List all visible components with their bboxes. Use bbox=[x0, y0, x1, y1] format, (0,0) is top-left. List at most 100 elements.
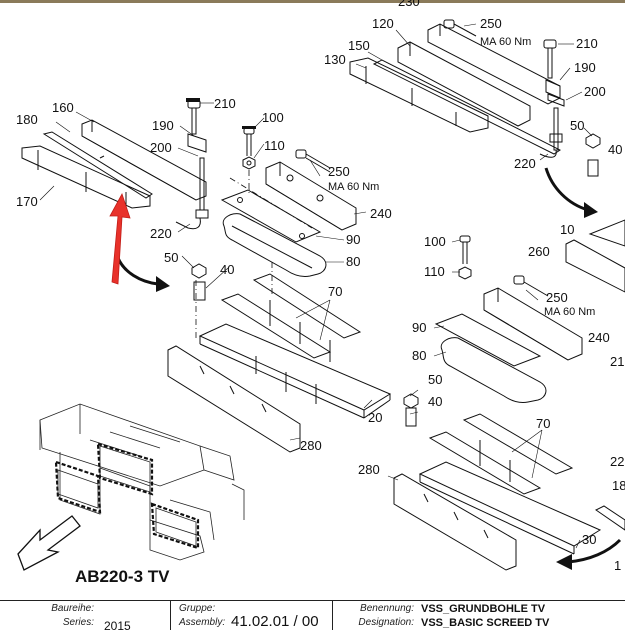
left-rail-170 bbox=[21, 145, 151, 209]
name-value-de: VSS_GRUNDBOHLE TV bbox=[421, 603, 546, 615]
callout-120: 120 bbox=[372, 16, 394, 31]
left-beam-160 bbox=[81, 119, 207, 201]
base-plate-right bbox=[418, 461, 602, 555]
plate-90-left bbox=[220, 189, 322, 243]
series-cell: Baureihe: Series: 2015 bbox=[0, 601, 170, 633]
curve-arrow-right-top bbox=[544, 167, 589, 212]
series-label-en: Series: bbox=[62, 617, 94, 628]
curve-arrow-right-top-head bbox=[584, 202, 598, 218]
callout-100-right: 100 bbox=[424, 234, 446, 249]
group-label-de: Gruppe: bbox=[179, 603, 216, 614]
red-indicator-arrow bbox=[109, 193, 131, 285]
beam-120-right bbox=[397, 41, 531, 127]
rod-220-right bbox=[539, 107, 563, 158]
strips-70-left bbox=[220, 273, 362, 362]
callout-20: 20 bbox=[368, 410, 382, 425]
bar-260-right bbox=[565, 239, 625, 293]
plate-240-left bbox=[265, 161, 357, 231]
plate-240-right bbox=[483, 287, 583, 361]
bolt-100 bbox=[243, 127, 255, 156]
callout-10: 10 bbox=[560, 222, 574, 237]
callout-230: 230 bbox=[398, 0, 420, 9]
model-label: AB220-3 TV bbox=[75, 567, 170, 586]
base-plate-20 bbox=[198, 323, 392, 419]
curve-arrow-right-bottom-head bbox=[556, 554, 572, 570]
group-label-en: Assembly: bbox=[179, 617, 226, 628]
callout-200-right: 200 bbox=[584, 84, 606, 99]
name-value-en: VSS_BASIC SCREED TV bbox=[421, 617, 550, 629]
plate-10-right bbox=[588, 219, 625, 247]
callout-110-right: 110 bbox=[424, 264, 445, 279]
callout-90-right: 90 bbox=[412, 320, 426, 335]
callout-240-right: 240 bbox=[588, 330, 610, 345]
callout-250-left: 250 bbox=[328, 164, 350, 179]
nut-50-left bbox=[191, 263, 207, 279]
curve-arrow-left bbox=[116, 257, 159, 286]
torque-label-right: MA 60 Nm bbox=[544, 306, 595, 318]
title-block: Baureihe: Series: 2015 Gruppe: Assembly:… bbox=[0, 600, 625, 633]
left-strip-180 bbox=[42, 131, 153, 199]
series-value: 2015 bbox=[104, 619, 131, 633]
nut-110 bbox=[242, 156, 256, 170]
callout-160: 160 bbox=[52, 100, 74, 115]
callout-190: 190 bbox=[152, 118, 174, 133]
spacer-40-left bbox=[193, 281, 206, 301]
seal-80-right bbox=[440, 337, 547, 403]
callout-220-right: 220 bbox=[514, 156, 536, 171]
callout-180: 180 bbox=[16, 112, 38, 127]
callout-21: 21 bbox=[610, 354, 624, 369]
callout-50-right-top: 50 bbox=[570, 118, 584, 133]
strip-1-right bbox=[595, 505, 625, 531]
callout-150: 150 bbox=[348, 38, 370, 53]
torque-label-left: MA 60 Nm bbox=[328, 181, 379, 193]
callout-210-right: 210 bbox=[576, 36, 598, 51]
callout-210: 210 bbox=[214, 96, 236, 111]
series-label-de: Baureihe: bbox=[51, 603, 94, 614]
machine-overview-highlight bbox=[54, 442, 200, 550]
callout-40-right: 40 bbox=[428, 394, 442, 409]
bolt-210-right bbox=[543, 39, 557, 79]
seal-80-left bbox=[222, 213, 327, 277]
view-direction-arrow bbox=[17, 515, 81, 571]
nut-110-right bbox=[458, 266, 472, 280]
callout-30: 30 bbox=[582, 532, 596, 547]
bracket-190 bbox=[187, 99, 207, 153]
callout-200: 200 bbox=[150, 140, 172, 155]
top-border bbox=[0, 0, 625, 3]
torque-label-right-top: MA 60 Nm bbox=[480, 36, 531, 48]
screw-250-right bbox=[513, 275, 549, 297]
callout-170: 170 bbox=[16, 194, 38, 209]
callout-70-left: 70 bbox=[328, 284, 342, 299]
group-cell: Gruppe: Assembly: 41.02.01 / 00 bbox=[170, 601, 333, 630]
callout-280-left: 280 bbox=[300, 438, 322, 453]
plate-90-right bbox=[434, 313, 542, 367]
name-label-de: Benennung: bbox=[360, 603, 414, 614]
callout-18: 18 bbox=[612, 478, 625, 493]
exploded-parts-drawing: AB220-3 TV MA 60 Nm MA 60 Nm MA 60 Nm 18… bbox=[16, 0, 625, 586]
designation-cell: Benennung: Designation: VSS_GRUNDBOHLE T… bbox=[332, 601, 625, 630]
callout-50-left: 50 bbox=[164, 250, 178, 265]
screw-250-left bbox=[295, 149, 331, 173]
bar-280-right bbox=[393, 473, 517, 571]
callout-50-right: 50 bbox=[428, 372, 442, 387]
name-label-en: Designation: bbox=[358, 617, 414, 628]
callout-90-left: 90 bbox=[346, 232, 360, 247]
rail-130-right bbox=[349, 57, 489, 133]
callout-100-left: 100 bbox=[262, 110, 284, 125]
nut-50-right bbox=[403, 393, 419, 427]
callout-220-left: 220 bbox=[150, 226, 172, 241]
callout-40-left: 40 bbox=[220, 262, 234, 277]
bar-280-left bbox=[167, 345, 301, 453]
bolt-100-right bbox=[459, 235, 471, 264]
machine-overview-sketch bbox=[39, 403, 245, 561]
rod-220-left bbox=[175, 157, 209, 230]
callout-240-left: 240 bbox=[370, 206, 392, 221]
callout-250-right: 250 bbox=[546, 290, 568, 305]
callout-130: 130 bbox=[324, 52, 346, 67]
curve-arrow-right-bottom bbox=[567, 538, 622, 564]
callout-110-left: 110 bbox=[264, 138, 285, 153]
callout-80-right: 80 bbox=[412, 348, 426, 363]
group-value: 41.02.01 / 00 bbox=[231, 613, 319, 630]
callout-260: 260 bbox=[528, 244, 550, 259]
callout-40-right-top: 40 bbox=[608, 142, 622, 157]
